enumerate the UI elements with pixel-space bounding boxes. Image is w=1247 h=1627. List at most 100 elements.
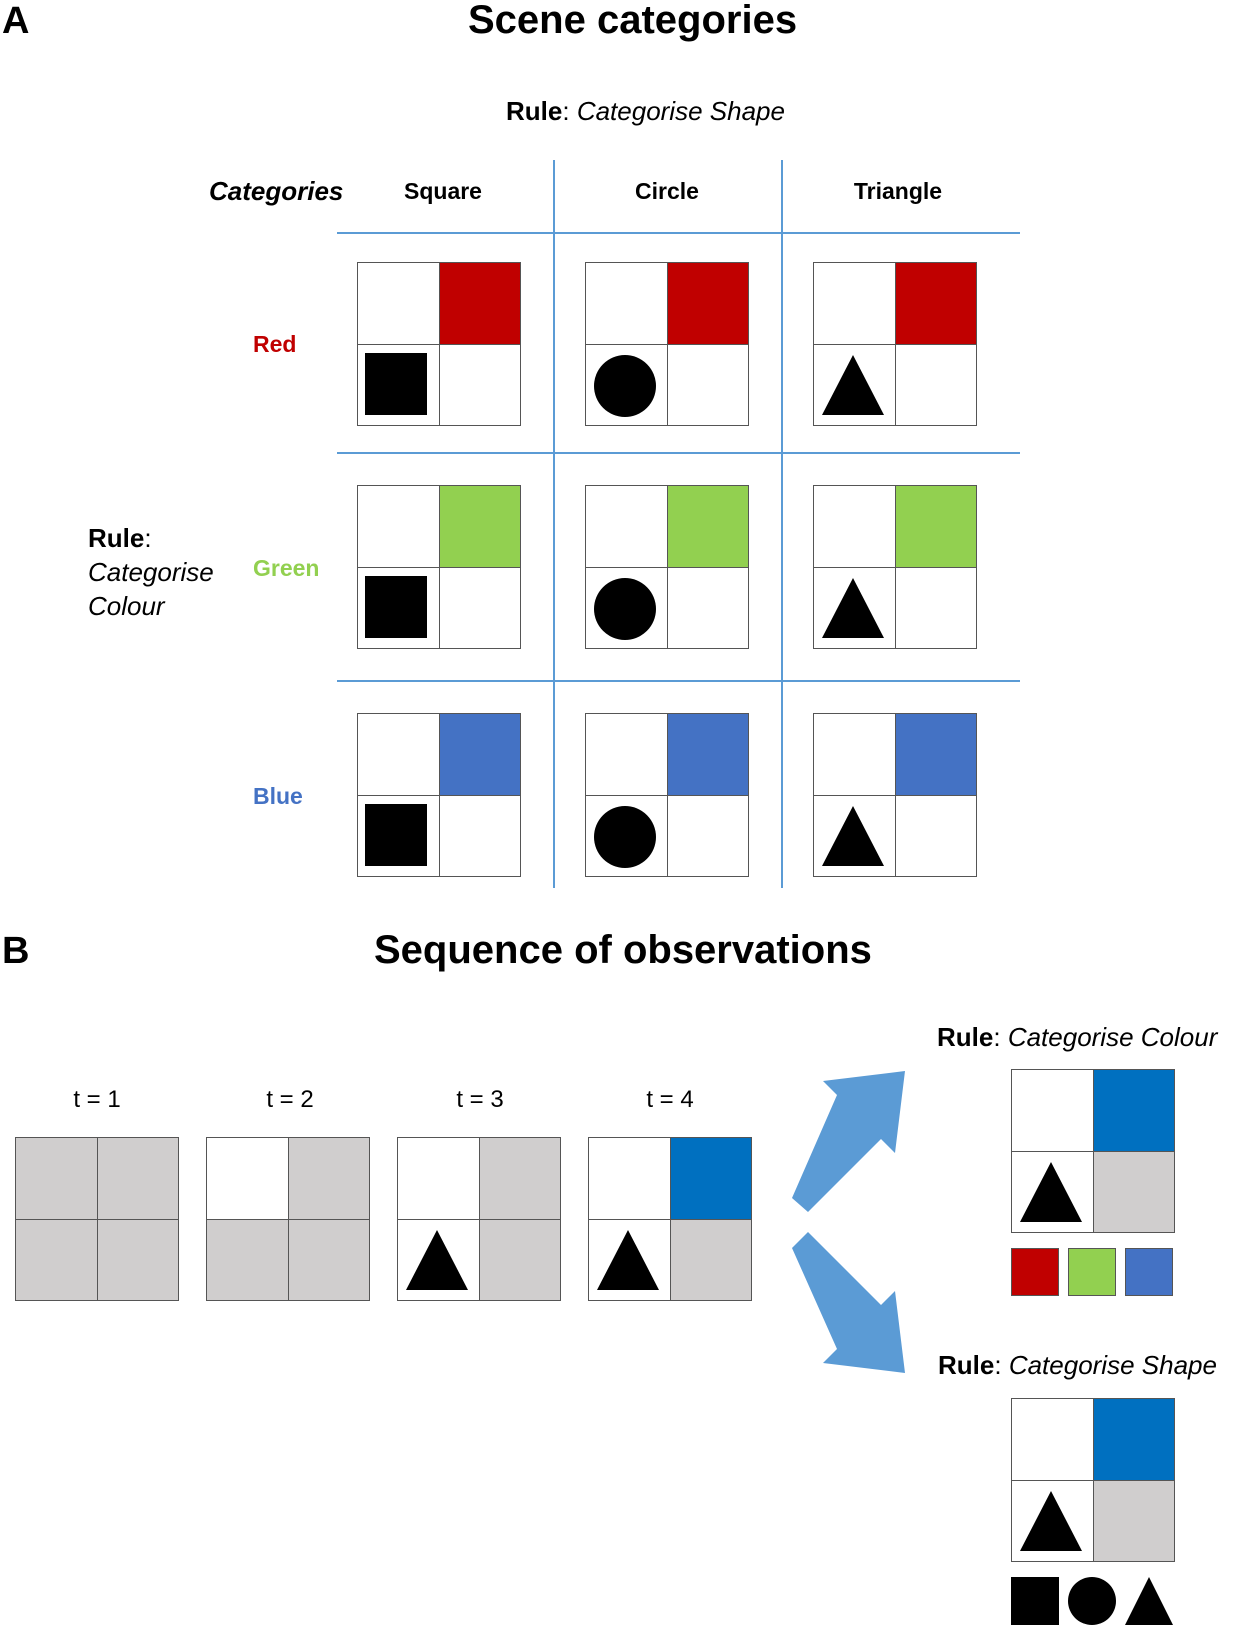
grid-vline-2 xyxy=(781,160,783,888)
observation-t1 xyxy=(15,1137,179,1301)
colour-cell-blue xyxy=(895,714,976,795)
scene-cell xyxy=(667,567,748,648)
revealed-empty-cell xyxy=(398,1138,479,1219)
column-header-circle: Circle xyxy=(635,178,699,204)
time-label-4: t = 4 xyxy=(646,1086,694,1113)
hidden-cell xyxy=(288,1219,369,1300)
grid-hline-3 xyxy=(337,680,1020,682)
time-label-1: t = 1 xyxy=(73,1086,121,1113)
triangle-shape xyxy=(822,577,884,638)
scene-cell xyxy=(895,567,976,648)
revealed-empty-cell xyxy=(1012,1399,1093,1480)
top-rule-sep: : xyxy=(562,96,570,126)
revealed-colour-cell xyxy=(1093,1399,1174,1480)
scene-cell xyxy=(358,263,439,344)
shape-option-circle xyxy=(1068,1577,1116,1625)
colour-rule-sep: : xyxy=(993,1022,1001,1052)
shape-rule-sep: : xyxy=(994,1350,1002,1380)
hidden-cell xyxy=(1093,1480,1174,1561)
revealed-shape-cell xyxy=(1012,1151,1093,1232)
square-shape xyxy=(365,803,427,866)
shape-cell xyxy=(586,795,667,876)
branch-arrows xyxy=(792,1071,905,1373)
colour-option-red xyxy=(1011,1248,1059,1296)
colour-rule-bold: Rule xyxy=(937,1022,994,1052)
top-rule-text: Categorise Shape xyxy=(576,96,785,126)
circle-shape xyxy=(594,805,656,868)
colour-cell-green xyxy=(439,486,520,567)
scene-green-square xyxy=(357,485,521,649)
panel-b-letter: B xyxy=(2,930,30,972)
panel-a-title: Scene categories xyxy=(468,0,798,42)
scene-cell xyxy=(439,344,520,425)
scene-cell xyxy=(814,486,895,567)
shape-rule-bold: Rule xyxy=(938,1350,995,1380)
revealed-empty-cell xyxy=(589,1138,670,1219)
side-rule-bold: Rule xyxy=(88,523,145,553)
hidden-cell xyxy=(97,1219,178,1300)
colour-rule-scene xyxy=(1011,1069,1175,1233)
time-label-2: t = 2 xyxy=(266,1086,314,1113)
scene-cell xyxy=(586,263,667,344)
scene-cell xyxy=(895,795,976,876)
row-label-blue: Blue xyxy=(253,783,303,809)
shape-cell xyxy=(358,795,439,876)
scene-cell xyxy=(586,714,667,795)
shape-rule-scene xyxy=(1011,1398,1175,1562)
revealed-colour-cell xyxy=(670,1138,751,1219)
hidden-cell xyxy=(670,1219,751,1300)
triangle-shape xyxy=(1020,1490,1082,1551)
scene-blue-circle xyxy=(585,713,749,877)
shape-cell xyxy=(358,567,439,648)
triangle-shape xyxy=(1020,1161,1082,1222)
top-rule-bold: Rule xyxy=(506,96,563,126)
panel-b-title: Sequence of observations xyxy=(374,928,872,972)
grid-vline-1 xyxy=(553,160,555,888)
observation-t4 xyxy=(588,1137,752,1301)
shape-rule-text: Categorise Shape xyxy=(1008,1350,1217,1380)
row-label-red: Red xyxy=(253,331,297,357)
shape-cell xyxy=(814,344,895,425)
hidden-cell xyxy=(479,1219,560,1300)
scene-cell xyxy=(895,344,976,425)
colour-rule-text: Categorise Colour xyxy=(1007,1022,1218,1052)
colour-cell-red xyxy=(667,263,748,344)
hidden-cell xyxy=(16,1138,97,1219)
revealed-colour-cell xyxy=(1093,1070,1174,1151)
scene-cell xyxy=(667,795,748,876)
revealed-empty-cell xyxy=(207,1138,288,1219)
shape-cell xyxy=(586,567,667,648)
triangle-shape xyxy=(597,1229,659,1290)
shape-option-triangle xyxy=(1125,1577,1173,1625)
time-label-3: t = 3 xyxy=(456,1086,504,1113)
scene-cell xyxy=(358,714,439,795)
scene-red-circle xyxy=(585,262,749,426)
triangle-shape xyxy=(822,354,884,415)
revealed-shape-cell xyxy=(398,1219,479,1300)
top-rule-label: Rule: Categorise Shape xyxy=(506,98,785,124)
square-shape xyxy=(365,352,427,415)
scene-green-circle xyxy=(585,485,749,649)
scene-cell xyxy=(586,486,667,567)
scene-cell xyxy=(814,714,895,795)
revealed-shape-cell xyxy=(1012,1480,1093,1561)
colour-option-blue xyxy=(1125,1248,1173,1296)
hidden-cell xyxy=(16,1219,97,1300)
arrow-down-right xyxy=(792,1232,905,1373)
revealed-shape-cell xyxy=(589,1219,670,1300)
observation-t2 xyxy=(206,1137,370,1301)
grid-hline-2 xyxy=(337,452,1020,454)
colour-cell-green xyxy=(895,486,976,567)
colour-cell-red xyxy=(895,263,976,344)
hidden-cell xyxy=(207,1219,288,1300)
square-shape xyxy=(365,575,427,638)
hidden-cell xyxy=(1093,1151,1174,1232)
triangle-shape xyxy=(406,1229,468,1290)
column-header-square: Square xyxy=(404,178,482,204)
triangle-shape xyxy=(822,805,884,866)
observation-t3 xyxy=(397,1137,561,1301)
hidden-cell xyxy=(288,1138,369,1219)
side-rule-label: Rule: Categorise Colour xyxy=(88,521,214,623)
revealed-empty-cell xyxy=(1012,1070,1093,1151)
scene-blue-triangle xyxy=(813,713,977,877)
